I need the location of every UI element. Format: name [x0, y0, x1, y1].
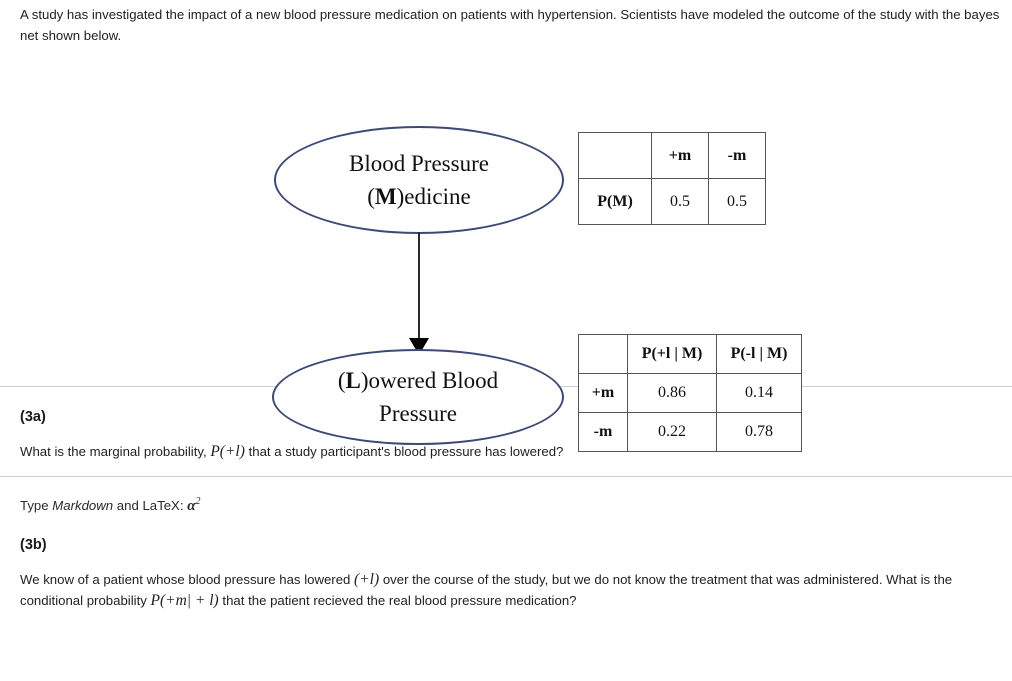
question-3a-text-before: What is the marginal probability,: [20, 444, 207, 459]
node-lowered-rest: )owered Blood: [360, 368, 499, 393]
table-row: +m -m: [578, 132, 766, 179]
question-3b: (3b) We know of a patient whose blood pr…: [0, 537, 1012, 611]
question-3b-body: We know of a patient whose blood pressur…: [20, 569, 992, 611]
question-3a: (3a) What is the marginal probability, P…: [0, 409, 1012, 476]
spacer-3a: [20, 462, 992, 476]
cpt-cond-value-minus-m-plus-l: 0.22: [627, 412, 717, 452]
cpt-table-prior: +m -m P(M) 0.5 0.5: [578, 132, 766, 225]
cpt-cond-value-plus-m-plus-l: 0.86: [627, 373, 717, 413]
cpt-cond-header-plus-l: P(+l | M): [627, 334, 717, 374]
table-row: P(M) 0.5 0.5: [578, 178, 766, 225]
intro-paragraph: A study has investigated the impact of a…: [0, 0, 1012, 46]
table-row: +m 0.86 0.14: [578, 373, 802, 413]
intro-text: A study has investigated the impact of a…: [20, 7, 1000, 43]
question-3b-text-before: We know of a patient whose blood pressur…: [20, 572, 351, 587]
hint-alpha-exponent: 2: [195, 496, 201, 507]
cpt-prior-row-label: P(M): [578, 178, 652, 225]
bayes-edge-line: [418, 232, 420, 344]
cpt-cond-header-minus-l: P(-l | M): [716, 334, 802, 374]
cpt-prior-header-blank: [578, 132, 652, 179]
cpt-cond-row-label-plus-m: +m: [578, 373, 628, 413]
cpt-prior-value-plus-m: 0.5: [651, 178, 709, 225]
hint-emphasis: Markdown: [52, 498, 114, 513]
node-medicine-variable: M: [374, 184, 397, 209]
hint-prefix: Type: [20, 498, 49, 513]
node-medicine-paren-open: (: [367, 184, 375, 209]
node-lowered-variable: L: [345, 368, 361, 393]
node-medicine-rest: )edicine: [396, 184, 471, 209]
question-3a-math: P(+l): [210, 443, 245, 460]
bayes-node-lowered: (L)owered Blood Pressure: [272, 349, 564, 445]
cpt-cond-row-label-minus-m: -m: [578, 412, 628, 452]
node-lowered-paren-open: (: [337, 368, 346, 393]
cpt-cond-value-plus-m-minus-l: 0.14: [716, 373, 802, 413]
bayes-net-figure: Blood Pressure (M)edicine (L)owered Bloo…: [0, 46, 1012, 452]
question-3a-body: What is the marginal probability, P(+l) …: [20, 441, 992, 462]
hint-middle: and LaTeX:: [116, 498, 184, 513]
bayes-node-medicine: Blood Pressure (M)edicine: [274, 126, 564, 234]
question-3b-math-inline: (+l): [354, 571, 380, 588]
markdown-latex-hint: Type Markdown and LaTeX: α2: [0, 496, 1012, 515]
question-3b-text-after: that the patient recieved the real blood…: [222, 593, 577, 608]
cpt-prior-value-minus-m: 0.5: [708, 178, 766, 225]
hint-alpha-symbol: α2: [187, 496, 201, 514]
question-3a-label: (3a): [20, 409, 46, 425]
hint-alpha-base: α: [187, 498, 196, 514]
question-3a-text-after: that a study participant's blood pressur…: [248, 444, 564, 459]
bayes-node-medicine-label: Blood Pressure (M)edicine: [323, 147, 515, 213]
question-3b-label: (3b): [20, 537, 47, 553]
cpt-table-conditional: P(+l | M) P(-l | M) +m 0.86 0.14 -m 0.22…: [578, 334, 802, 452]
node-medicine-line1: Blood Pressure: [349, 151, 489, 176]
question-3b-math: P(+m| + l): [150, 592, 219, 609]
node-lowered-line2: Pressure: [379, 401, 457, 426]
section-divider-answer: [0, 476, 1012, 477]
cpt-prior-header-plus-m: +m: [651, 132, 709, 179]
table-row: P(+l | M) P(-l | M): [578, 334, 802, 374]
bayes-node-lowered-label: (L)owered Blood Pressure: [312, 364, 524, 430]
table-row: -m 0.22 0.78: [578, 412, 802, 452]
cpt-prior-header-minus-m: -m: [708, 132, 766, 179]
cpt-cond-header-blank: [578, 334, 628, 374]
question-3b-text-mid: over the course of the study, but we do …: [20, 572, 953, 608]
cpt-cond-value-minus-m-minus-l: 0.78: [716, 412, 802, 452]
